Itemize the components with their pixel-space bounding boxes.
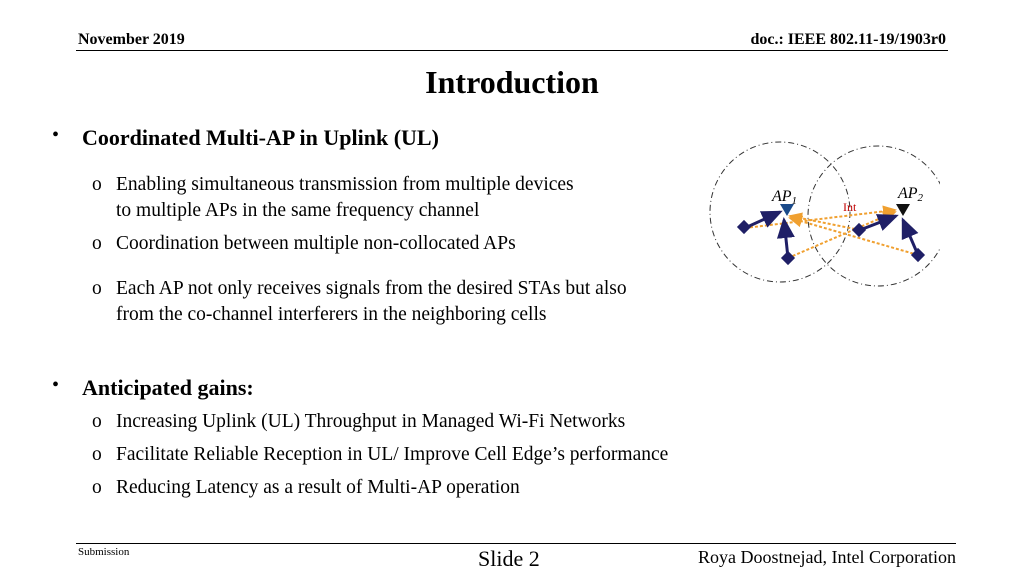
sta-diamond-icon <box>736 219 752 235</box>
header-date: November 2019 <box>78 31 185 48</box>
cell-2-boundary <box>807 145 940 287</box>
section2-item-3: o Reducing Latency as a result of Multi-… <box>92 475 792 501</box>
section2-heading: Anticipated gains: <box>82 375 254 400</box>
desired-links <box>744 210 920 259</box>
section2-item-2: o Facilitate Reliable Reception in UL/ I… <box>92 442 792 468</box>
footer-slide-number: Slide 2 <box>478 546 540 571</box>
sta-diamond-icon <box>780 250 796 266</box>
bullet-dot: • <box>52 374 60 396</box>
ap1-label: AP1 <box>771 188 797 207</box>
sub-bullet: o <box>92 174 102 195</box>
section2-item-1: o Increasing Uplink (UL) Throughput in M… <box>92 409 792 435</box>
station-icons <box>736 219 926 266</box>
sub-bullet: o <box>92 411 102 432</box>
footer-submission: Submission <box>78 546 130 558</box>
cell-1-boundary <box>709 141 851 283</box>
bullet-dot: • <box>52 124 60 146</box>
sub-bullet: o <box>92 278 102 299</box>
multi-ap-diagram: AP1 AP2 Int <box>709 141 940 287</box>
section1-item-3: o Each AP not only receives signals from… <box>92 276 752 328</box>
footer-divider <box>76 543 956 544</box>
header-divider <box>76 50 948 51</box>
sub-bullet: o <box>92 477 102 498</box>
section1-item-3-line1: Each AP not only receives signals from t… <box>116 278 627 299</box>
ap2-label: AP2 <box>897 185 924 204</box>
interference-label: Int <box>843 200 857 214</box>
sub-bullet: o <box>92 444 102 465</box>
section1-item-1-line2: to multiple APs in the same frequency ch… <box>116 200 480 221</box>
slide-title: Introduction <box>425 64 599 100</box>
ap1-icon <box>780 204 794 216</box>
footer-author: Roya Doostnejad, Intel Corporation <box>698 547 956 567</box>
sub-bullet: o <box>92 233 102 254</box>
section1-item-2: o Coordination between multiple non-coll… <box>92 231 712 257</box>
section1-item-3-line2: from the co-channel interferers in the n… <box>116 304 547 325</box>
section1-item-2-line1: Coordination between multiple non-colloc… <box>116 233 516 254</box>
section2-item-2-text: Facilitate Reliable Reception in UL/ Imp… <box>116 444 669 465</box>
ap2-icon <box>896 204 910 216</box>
section2-item-1-text: Increasing Uplink (UL) Throughput in Man… <box>116 411 626 432</box>
section2-item-3-text: Reducing Latency as a result of Multi-AP… <box>116 477 520 498</box>
section1-item-1-line1: Enabling simultaneous transmission from … <box>116 174 574 195</box>
section1-item-1: o Enabling simultaneous transmission fro… <box>92 172 712 224</box>
section1-heading: Coordinated Multi-AP in Uplink (UL) <box>82 125 439 150</box>
header-doc-id: doc.: IEEE 802.11-19/1903r0 <box>750 31 946 48</box>
sta-diamond-icon <box>851 222 867 238</box>
sta-diamond-icon <box>910 247 926 263</box>
